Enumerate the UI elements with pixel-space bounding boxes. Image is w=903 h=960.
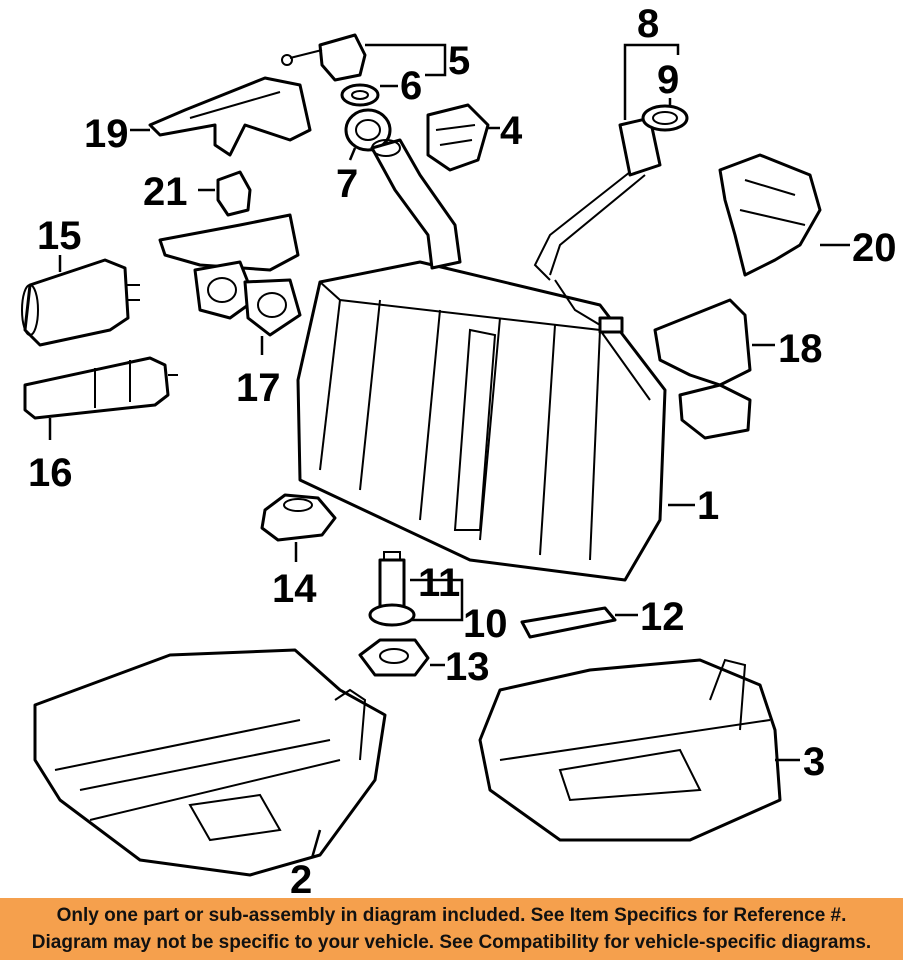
callout-12: 12 xyxy=(640,595,685,639)
callout-20: 20 xyxy=(852,226,897,270)
callout-2: 2 xyxy=(290,858,312,898)
parts-diagram: 1 2 3 4 5 6 7 xyxy=(21,2,897,898)
callout-3: 3 xyxy=(803,740,825,784)
part-filler-tube xyxy=(370,138,462,270)
part-fuel-filter xyxy=(21,258,140,347)
part-sender-unit xyxy=(426,103,490,172)
callout-9: 9 xyxy=(657,58,679,102)
callout-7: 7 xyxy=(336,162,358,206)
callout-17: 17 xyxy=(236,366,281,410)
part-lock-ring xyxy=(358,638,430,677)
callout-16: 16 xyxy=(28,451,73,495)
callout-4: 4 xyxy=(500,109,523,153)
part-vent-hose xyxy=(533,116,662,334)
callout-21: 21 xyxy=(143,170,188,214)
part-upper-bracket xyxy=(148,76,312,157)
callout-13: 13 xyxy=(445,645,490,689)
callout-15: 15 xyxy=(37,214,82,258)
callout-8: 8 xyxy=(637,2,659,46)
part-fuel-tank xyxy=(296,260,667,582)
callout-19: 19 xyxy=(84,112,129,156)
disclaimer-line-1: Only one part or sub-assembly in diagram… xyxy=(56,905,847,926)
part-pump-housing xyxy=(260,493,337,542)
part-left-shield xyxy=(33,648,387,877)
callout-14: 14 xyxy=(272,567,317,611)
part-seal-ring xyxy=(340,83,380,107)
part-filter-bracket xyxy=(158,213,302,337)
part-rubber-mount xyxy=(216,170,252,217)
disclaimer-banner: Only one part or sub-assembly in diagram… xyxy=(0,898,903,960)
part-strap xyxy=(520,606,617,639)
callout-5: 5 xyxy=(448,39,470,83)
callout-18: 18 xyxy=(778,327,823,371)
callout-10: 10 xyxy=(463,602,508,646)
part-fuel-cap xyxy=(281,33,367,82)
callout-1: 1 xyxy=(697,484,719,528)
part-canister-bracket xyxy=(653,298,752,440)
part-fuel-pump xyxy=(23,356,178,420)
callout-6: 6 xyxy=(400,64,422,108)
callout-11: 11 xyxy=(418,561,460,605)
part-right-shield xyxy=(478,658,782,842)
part-gasket xyxy=(641,104,689,132)
part-pump-module xyxy=(368,551,416,627)
part-rear-bracket xyxy=(718,153,822,277)
disclaimer-line-2: Diagram may not be specific to your vehi… xyxy=(31,932,872,953)
